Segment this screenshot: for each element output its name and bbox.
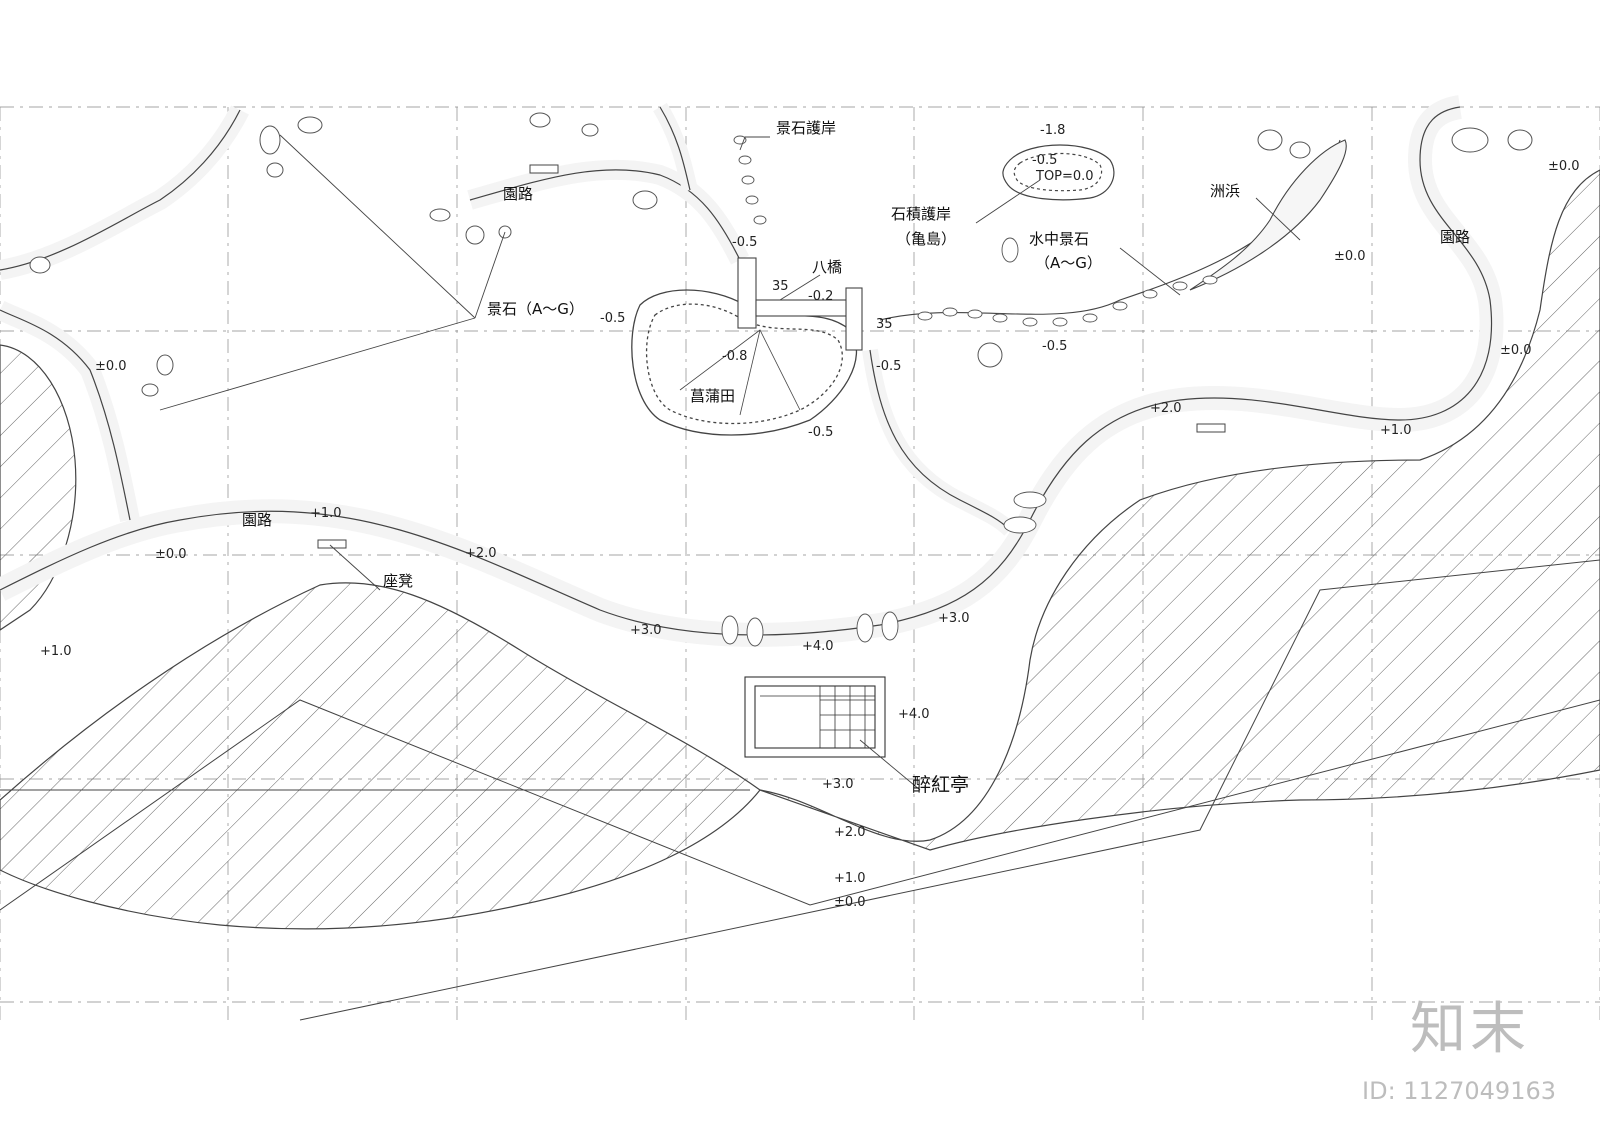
elev-far-west: +1.0	[40, 644, 72, 659]
elev-shore-south: -0.5	[1042, 339, 1068, 354]
label-iris-pond: 菖蒲田	[690, 387, 736, 405]
label-landscape-stones: 景石（A～G）	[487, 300, 584, 318]
elev-west-path: ±0.0	[95, 359, 127, 374]
label-bench: 座凳	[383, 572, 414, 590]
elev-turtle-inner: -0.5	[1032, 153, 1058, 168]
landscape-stones	[29, 112, 1533, 397]
elev-west-shore: -0.5	[600, 311, 626, 326]
pavilion	[744, 676, 886, 758]
stone-revetment	[733, 135, 1218, 327]
stepping-stones	[721, 491, 1047, 647]
elev-east-path: ±0.0	[1500, 343, 1532, 358]
elev-northeast: ±0.0	[1548, 159, 1580, 174]
label-stacked-stone-revetment: 石積護岸	[891, 205, 952, 223]
elev-mound-3m: +3.0	[822, 777, 854, 792]
elev-path-3m-east: +3.0	[938, 611, 970, 626]
elev-mound-base: ±0.0	[834, 895, 866, 910]
elev-path-3m-west: +3.0	[630, 623, 662, 638]
elev-path-4m: +4.0	[802, 639, 834, 654]
turtle-island	[1002, 144, 1115, 201]
elev-bridge-c: 35	[876, 317, 893, 332]
leader-lines	[159, 134, 1301, 791]
elev-turtle-top-outer: -1.8	[1040, 123, 1066, 138]
eight-plank-bridge	[737, 257, 863, 351]
label-stone-revetment: 景石護岸	[776, 119, 837, 137]
garden-paths	[0, 95, 1504, 647]
label-pavilion: 醉紅亭	[912, 774, 970, 796]
label-eight-plank-bridge: 八橋	[812, 258, 843, 276]
elev-path-2m: +2.0	[1150, 401, 1182, 416]
elev-mound-2m: +2.0	[834, 825, 866, 840]
elev-path-west-2m: +2.0	[465, 546, 497, 561]
elev-pond-bottom: -0.8	[722, 349, 748, 364]
boundary-lines	[0, 559, 1600, 1021]
label-garden-path-1: 園路	[503, 185, 534, 203]
elev-pond-south: -0.5	[808, 425, 834, 440]
elev-bridge-a: 35	[772, 279, 789, 294]
watermark-brand: 知末	[1410, 997, 1530, 1062]
elev-path-1m: +1.0	[1380, 423, 1412, 438]
elev-southwest-path: ±0.0	[155, 547, 187, 562]
elev-bridge-b: -0.2	[808, 289, 834, 304]
label-pebble-beach: 洲浜	[1210, 182, 1241, 200]
label-turtle-island: （亀島）	[896, 230, 957, 248]
elev-beach: ±0.0	[1334, 249, 1366, 264]
elev-pavilion: +4.0	[898, 707, 930, 722]
elev-turtle-top: TOP=0.0	[1036, 169, 1094, 184]
shoreline	[879, 139, 1347, 321]
label-garden-path-3: 園路	[242, 511, 273, 529]
label-garden-path-2: 園路	[1440, 228, 1471, 246]
elev-east-shore: -0.5	[876, 359, 902, 374]
label-underwater-stone-range: （A～G）	[1035, 254, 1102, 272]
hatched-mound-right	[759, 169, 1600, 851]
label-underwater-stone: 水中景石	[1029, 230, 1090, 248]
elev-mound-1m: +1.0	[834, 871, 866, 886]
elev-stream: -0.5	[732, 235, 758, 250]
elev-path-west-1m: +1.0	[310, 506, 342, 521]
benches	[317, 164, 1226, 549]
watermark-id: ID: 1127049163	[1362, 1077, 1556, 1105]
